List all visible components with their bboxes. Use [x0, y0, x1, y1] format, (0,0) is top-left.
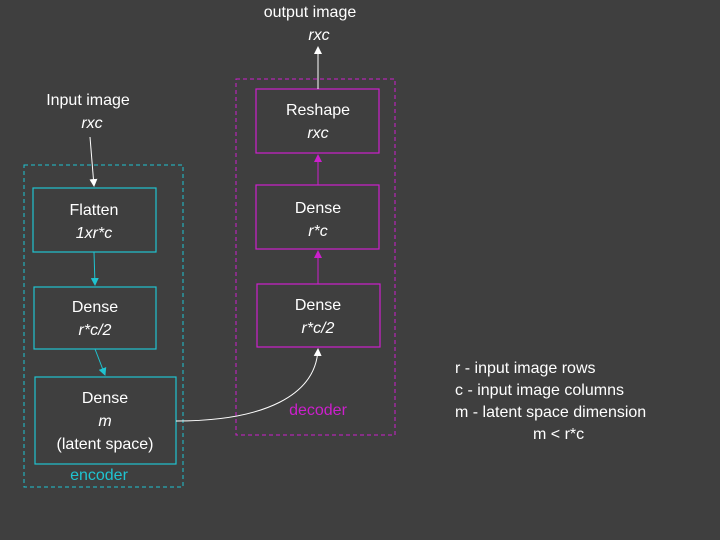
encoder-dense-sub: r*c/2	[79, 322, 112, 339]
flatten-box	[32, 187, 157, 253]
legend-r: r - input image rows	[455, 360, 596, 377]
decoder-dense1-title: Dense	[295, 297, 341, 314]
legend-constraint: m < r*c	[533, 426, 585, 443]
latent-sub: m	[98, 413, 111, 430]
input-arrow	[89, 136, 98, 187]
encoder-group	[23, 164, 184, 488]
decoder-dense2-title: Dense	[295, 200, 341, 217]
latent-title: Dense	[82, 390, 128, 407]
encoder-label: encoder	[70, 467, 128, 484]
decoder-dense1-box	[256, 283, 381, 348]
dense-to-latent-arrow	[94, 348, 107, 376]
output-dims: rxc	[308, 27, 329, 44]
legend-c: c - input image columns	[455, 382, 624, 399]
reshape-title: Reshape	[286, 102, 350, 119]
output-title: output image	[264, 4, 357, 21]
decoder-label: decoder	[289, 402, 347, 419]
input-title: Input image	[46, 92, 130, 109]
flatten-sub: 1xr*c	[76, 225, 112, 242]
legend-m: m - latent space dimension	[455, 404, 647, 421]
legend: r - input image rows c - input image col…	[455, 358, 646, 446]
decoder-dense1-sub: r*c/2	[302, 320, 335, 337]
decoder-dense2-sub: r*c	[308, 223, 328, 240]
latent-extra: (latent space)	[57, 436, 154, 453]
flatten-title: Flatten	[70, 202, 119, 219]
input-dims: rxc	[81, 115, 102, 132]
flatten-to-dense-arrow	[90, 251, 99, 286]
reshape-sub: rxc	[307, 125, 328, 142]
decoder-group	[235, 78, 396, 436]
encoder-dense-title: Dense	[72, 299, 118, 316]
reshape-box	[255, 88, 380, 154]
encoder-dense-box	[33, 286, 157, 350]
latent-to-decoder-arrow	[175, 348, 322, 422]
